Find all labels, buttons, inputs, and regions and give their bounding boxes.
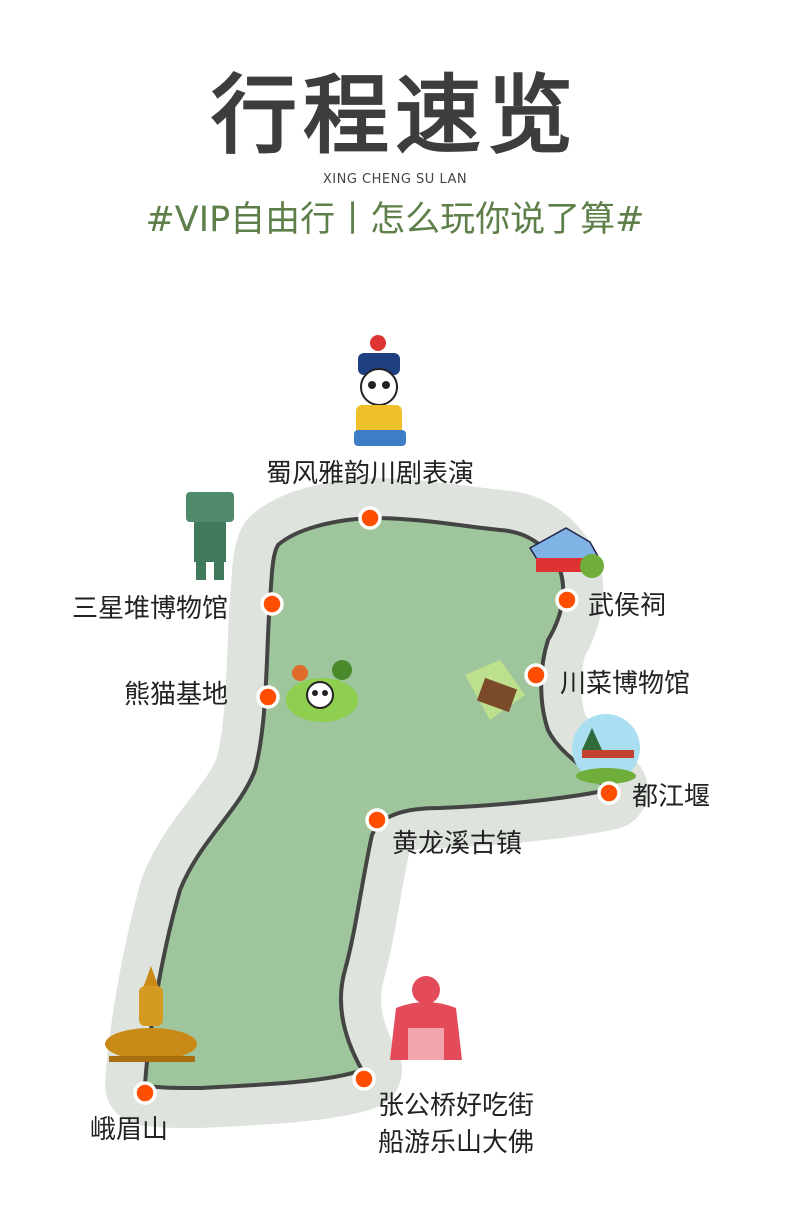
bronze-mask-statue-icon bbox=[186, 492, 234, 580]
stop-label-zhanggongqiao: 张公桥好吃街 bbox=[378, 1091, 535, 1121]
temple-icon bbox=[528, 527, 604, 578]
page-title: 行程速览 bbox=[211, 66, 579, 166]
stop-label-dujiangyan: 都江堰 bbox=[632, 782, 711, 812]
stop-marker bbox=[133, 1081, 157, 1105]
stop-marker bbox=[597, 781, 621, 805]
stop-marker bbox=[260, 592, 284, 616]
stop-marker bbox=[524, 663, 548, 687]
stop-marker bbox=[555, 588, 579, 612]
stop-marker bbox=[358, 506, 382, 530]
stop-marker bbox=[365, 808, 389, 832]
stop-label-sanxingdui: 三星堆博物馆 bbox=[72, 594, 229, 624]
stop-label-leshan: 船游乐山大佛 bbox=[378, 1128, 535, 1158]
stop-label-wuhouci: 武侯祠 bbox=[588, 591, 667, 621]
stop-label-huanglongxi: 黄龙溪古镇 bbox=[392, 829, 523, 859]
stop-label-cuisine-museum: 川菜博物馆 bbox=[560, 669, 691, 699]
page-subtitle-pinyin: XING CHENG SU LAN bbox=[322, 172, 468, 187]
stop-label-opera: 蜀风雅韵川剧表演 bbox=[266, 459, 475, 489]
panda-icon bbox=[286, 660, 358, 722]
leshan-buddha-icon bbox=[390, 976, 462, 1060]
golden-buddha-elephant-icon bbox=[105, 966, 197, 1062]
stop-marker bbox=[352, 1067, 376, 1091]
stop-marker bbox=[256, 685, 280, 709]
stop-label-emeishan: 峨眉山 bbox=[90, 1115, 169, 1145]
stop-label-panda-base: 熊猫基地 bbox=[124, 680, 229, 710]
dujiangyan-icon bbox=[572, 714, 640, 784]
slogan: #VIP自由行丨怎么玩你说了算# bbox=[145, 200, 645, 240]
sichuan-opera-panda-icon bbox=[354, 335, 406, 446]
cuisine-museum-icon bbox=[465, 660, 525, 720]
